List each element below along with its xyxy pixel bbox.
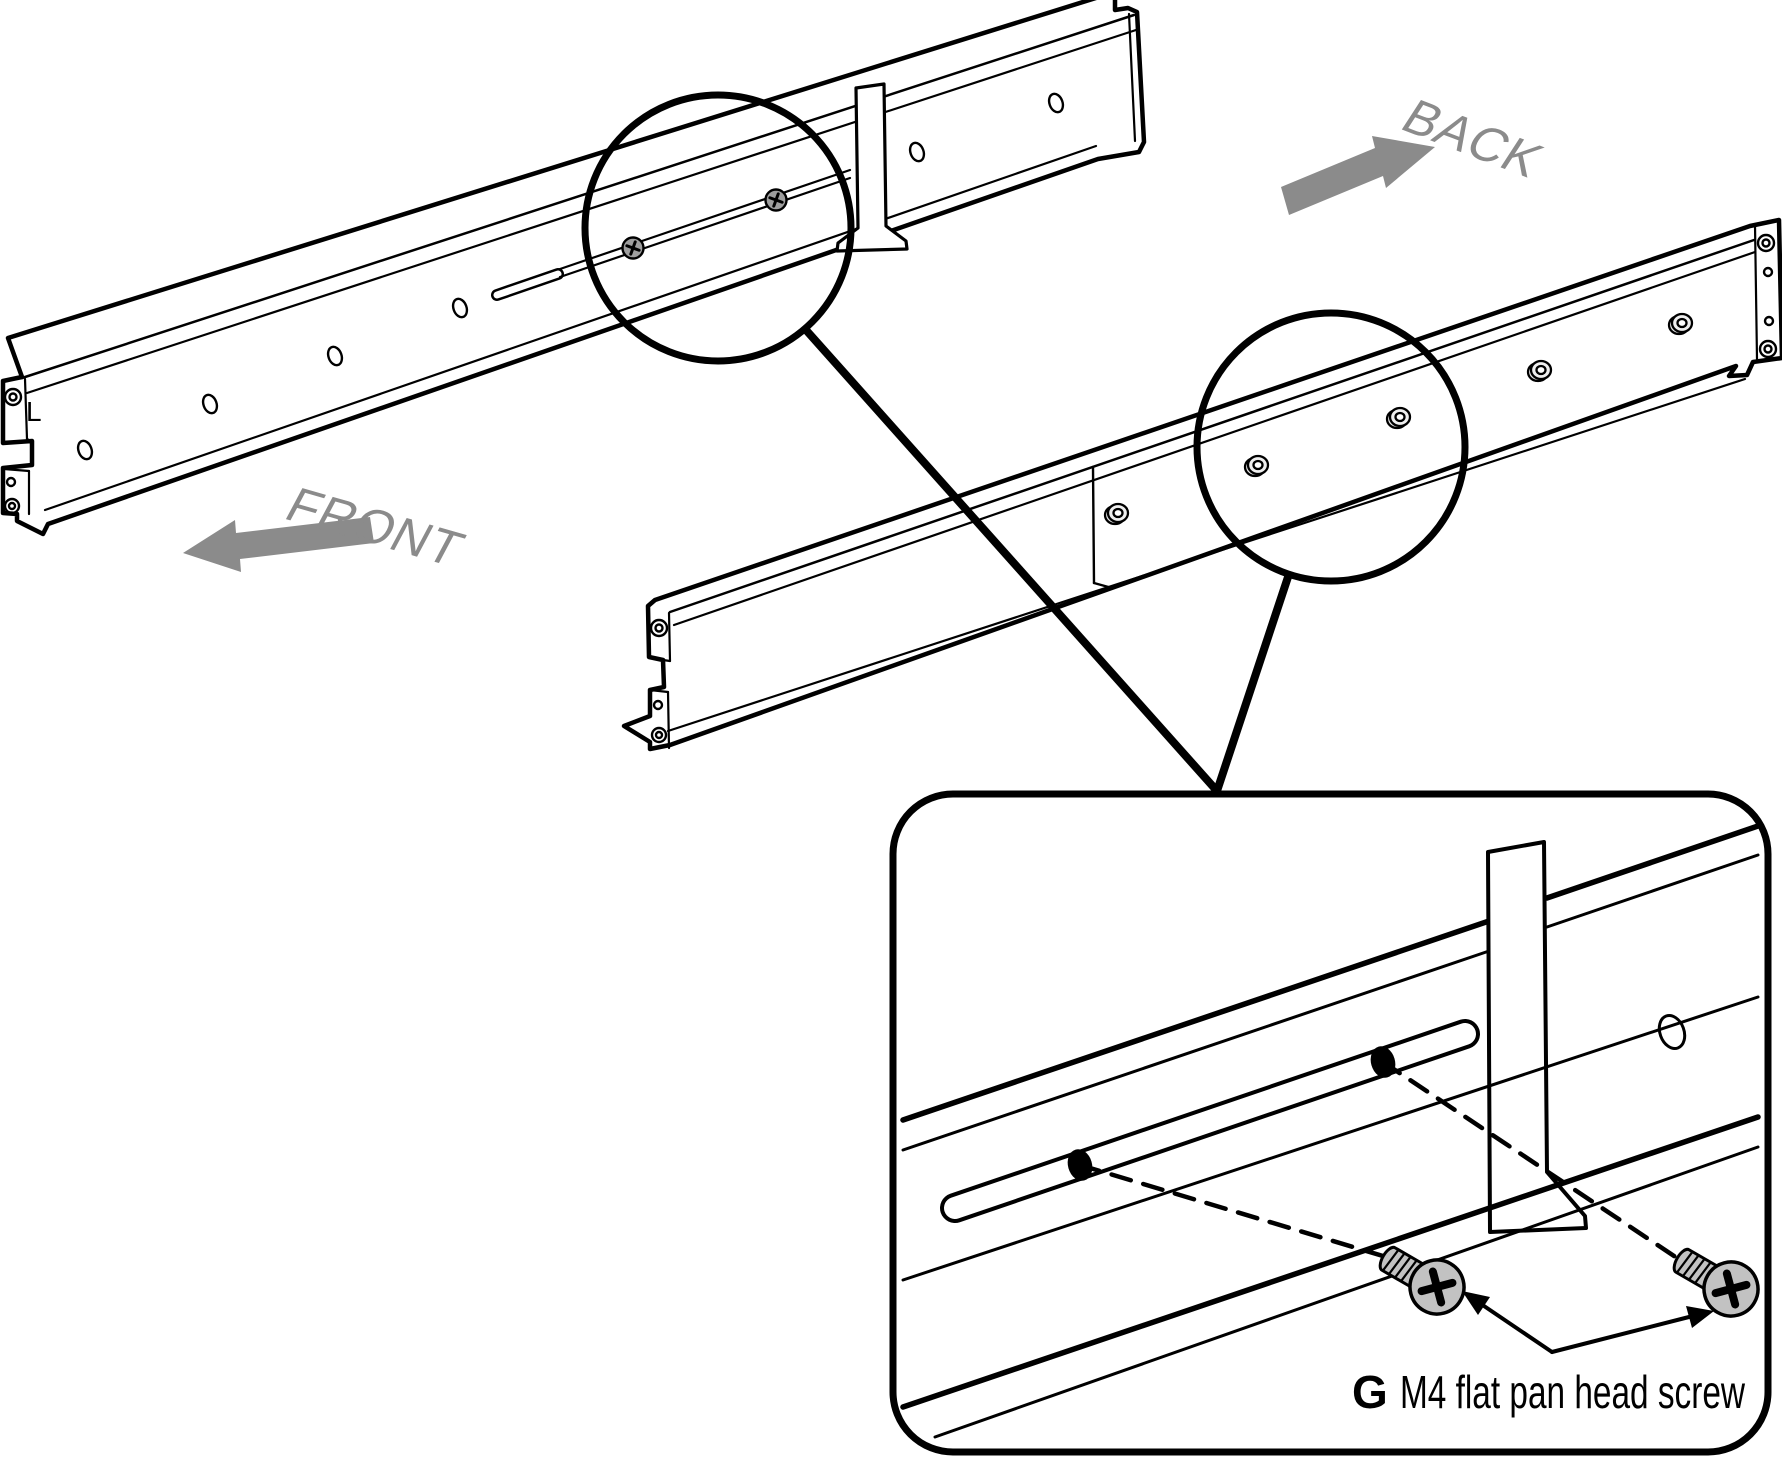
back-direction: BACK bbox=[1281, 89, 1554, 215]
front-label: FRONT bbox=[277, 477, 474, 577]
part-letter: G bbox=[1352, 1366, 1388, 1418]
top-rail: L bbox=[0, 0, 1147, 537]
detail-box-frame bbox=[889, 790, 1772, 1456]
rail-marking-label: L bbox=[26, 396, 42, 427]
back-arrow-icon bbox=[1281, 136, 1435, 215]
callouts bbox=[581, 91, 1469, 794]
rail-ear-holes bbox=[3, 387, 23, 515]
end-plate-holes bbox=[1756, 233, 1778, 359]
m4-screw-icon bbox=[1378, 1245, 1466, 1316]
rail-ear-holes bbox=[649, 618, 669, 744]
part-label: G M4 flat pan head screw bbox=[1352, 1366, 1746, 1418]
rail-slot bbox=[491, 168, 852, 301]
front-direction: FRONT bbox=[183, 477, 474, 577]
detail-box: G M4 flat pan head screw bbox=[889, 790, 1772, 1456]
part-name: M4 flat pan head screw bbox=[1400, 1366, 1746, 1418]
label-arrows bbox=[1462, 1291, 1714, 1354]
rail-face-holes bbox=[76, 92, 1065, 461]
m4-screw-icon bbox=[1672, 1247, 1760, 1318]
top-rail-body bbox=[0, 0, 1147, 537]
installed-screw-icon bbox=[764, 188, 788, 212]
callout-circle-right bbox=[1193, 309, 1469, 585]
installed-screw-icon bbox=[621, 236, 645, 260]
standoff-nuts bbox=[1103, 312, 1694, 526]
front-arrow-icon bbox=[183, 517, 374, 572]
leader-line-left bbox=[803, 327, 1220, 794]
back-label: BACK bbox=[1392, 89, 1554, 188]
detail-slot bbox=[940, 1019, 1480, 1223]
callout-circle-left bbox=[581, 91, 855, 365]
leader-line-right bbox=[1213, 572, 1293, 793]
detail-bracket bbox=[1486, 840, 1588, 1234]
